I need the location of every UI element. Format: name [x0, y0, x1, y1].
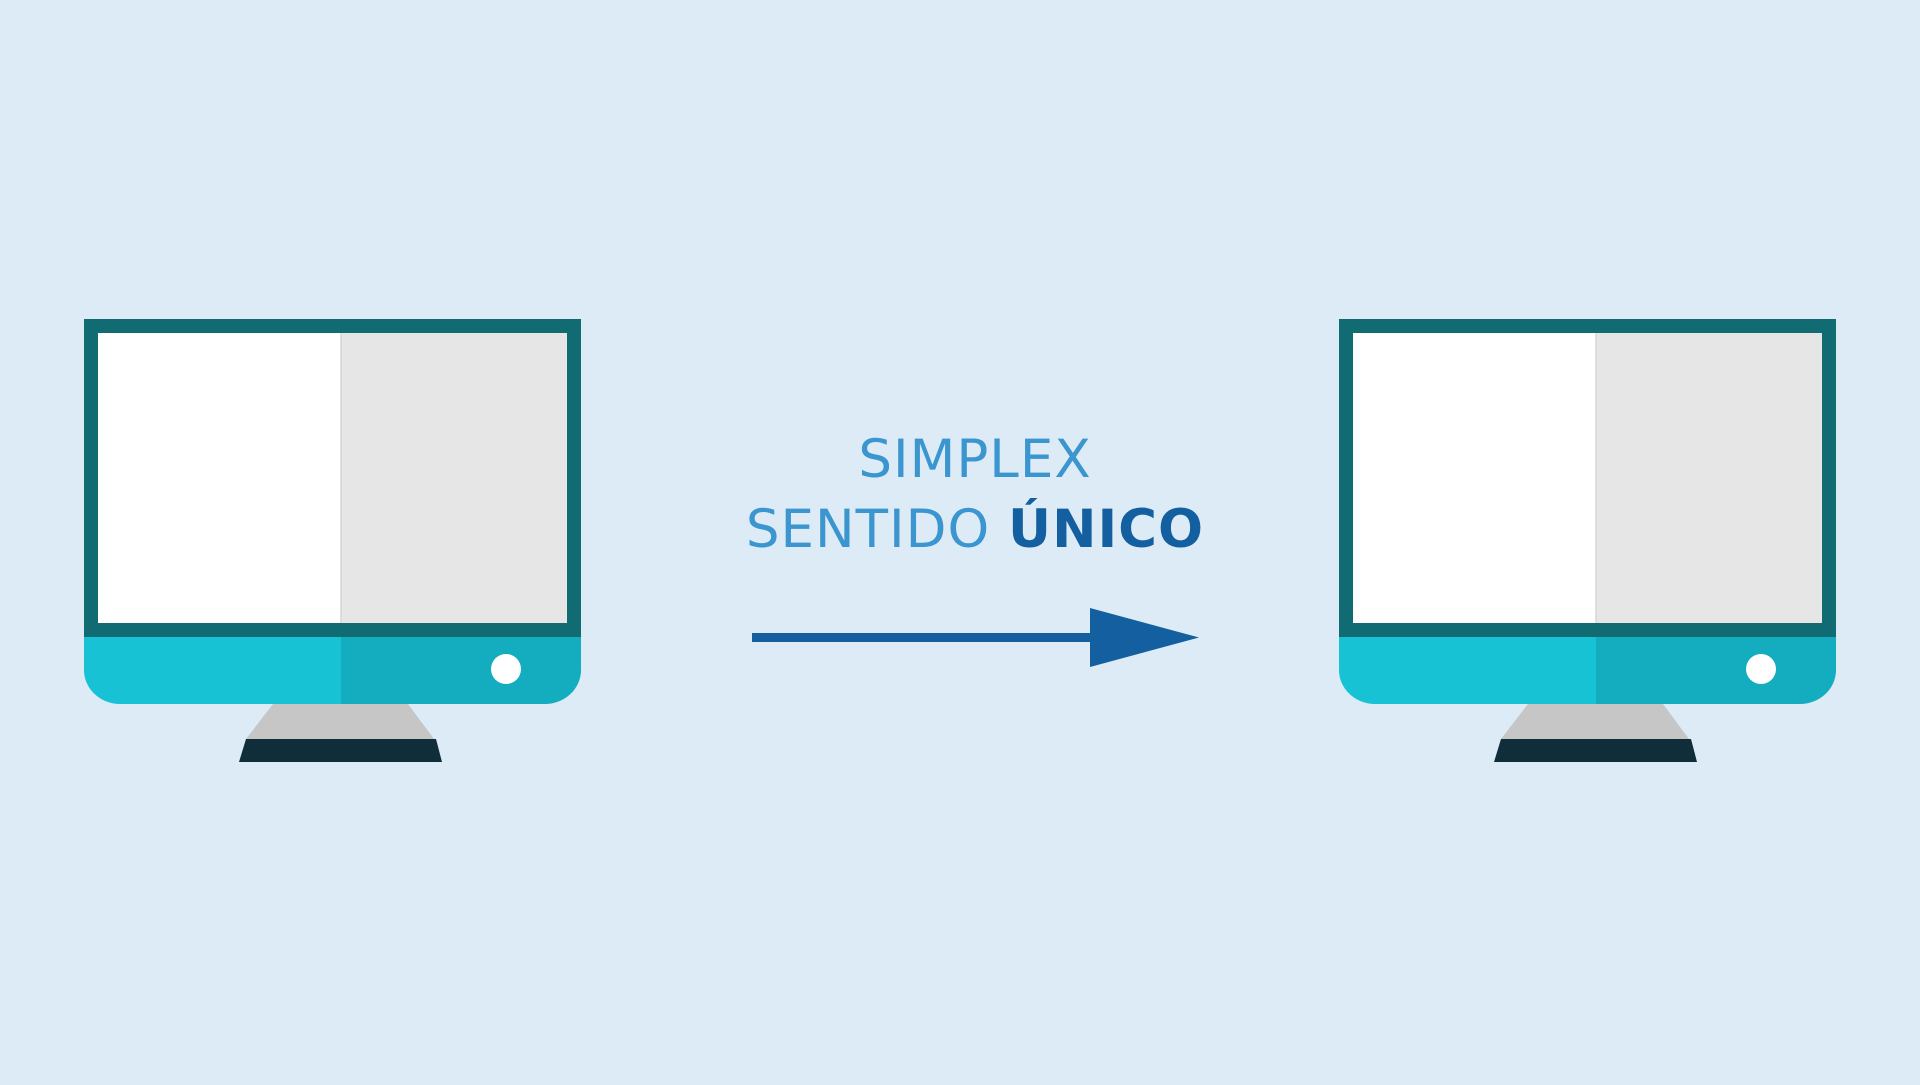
monitor-left-power-button — [491, 654, 521, 684]
monitor-right-stand — [1501, 704, 1689, 739]
monitor-left-screen-light — [98, 333, 341, 623]
diagram-caption: SIMPLEX SENTIDO ÚNICO — [660, 425, 1290, 565]
monitor-right-chin-left — [1339, 637, 1596, 704]
direction-arrow — [752, 608, 1199, 667]
monitor-right-stand-base — [1494, 739, 1697, 762]
monitor-left-chin-left — [84, 637, 341, 704]
monitor-left-chin-right — [341, 637, 581, 704]
monitor-right — [1339, 319, 1836, 762]
caption-line-sentido: SENTIDO ÚNICO — [660, 495, 1290, 565]
monitor-left-stand — [246, 704, 434, 739]
monitor-left-screen-shade — [341, 333, 567, 623]
monitor-left-stand-base — [239, 739, 442, 762]
arrow-head — [1090, 608, 1199, 667]
arrow-shaft — [752, 633, 1092, 642]
caption-line-simplex: SIMPLEX — [858, 429, 1092, 490]
monitor-right-chin-right — [1596, 637, 1836, 704]
caption-unico-text: ÚNICO — [1008, 499, 1205, 560]
monitor-right-power-button — [1746, 654, 1776, 684]
monitor-right-screen-shade — [1596, 333, 1822, 623]
monitor-left — [84, 319, 581, 762]
monitor-right-screen-light — [1353, 333, 1596, 623]
caption-sentido-text: SENTIDO — [745, 499, 1009, 560]
